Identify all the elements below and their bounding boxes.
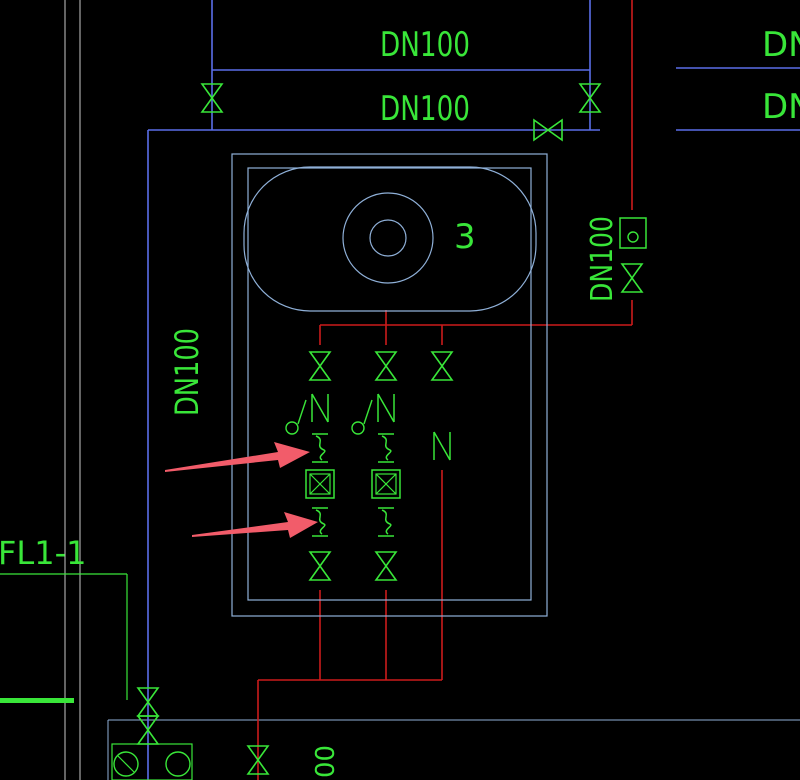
riser-size-label: DN100 xyxy=(168,328,206,416)
arrow-icon xyxy=(192,512,318,538)
housing-outer xyxy=(231,153,548,617)
housing-inner xyxy=(247,167,532,601)
pump-outer-circle xyxy=(342,192,434,284)
reference-lines xyxy=(64,0,800,780)
pump-box-icon[interactable] xyxy=(371,469,401,499)
arrow-icon xyxy=(165,442,310,472)
gate-valve-icon[interactable] xyxy=(375,551,397,581)
pump-inner-circle xyxy=(369,219,407,257)
equipment-housing[interactable] xyxy=(231,153,548,617)
pump-box-icon[interactable] xyxy=(305,469,335,499)
gate-valve-icon[interactable] xyxy=(375,351,397,381)
pipe-size-label: DN xyxy=(762,87,800,127)
riser-size-label: DN100 xyxy=(585,216,620,302)
gate-valve-icon[interactable] xyxy=(431,351,453,381)
gate-valve-icon[interactable] xyxy=(309,551,331,581)
blue-pipe-network xyxy=(147,0,800,780)
check-valve-icon[interactable] xyxy=(285,393,329,435)
tag-leader xyxy=(0,573,128,700)
pump-circle-icon[interactable] xyxy=(111,743,193,780)
pipe-size-label: DN100 xyxy=(380,25,470,65)
gate-valve-icon[interactable] xyxy=(621,263,643,293)
bottom-tag-label: 00 xyxy=(311,745,341,778)
pipe-size-label: DN xyxy=(762,25,800,65)
check-valve-icon[interactable] xyxy=(433,431,451,461)
check-valve-icon[interactable] xyxy=(351,393,395,435)
red-pipe-network xyxy=(257,0,633,780)
valve-symbols[interactable] xyxy=(111,83,647,780)
line-tag-label: FL1-1 xyxy=(0,534,87,572)
pipe-size-label: DN100 xyxy=(380,89,470,129)
gate-valve-icon[interactable] xyxy=(309,351,331,381)
highlight-bar xyxy=(0,698,74,703)
flexible-joint-icon[interactable] xyxy=(311,433,329,463)
annotation-arrows xyxy=(165,442,318,538)
flexible-joint-icon[interactable] xyxy=(377,507,395,537)
pressure-gauge-icon[interactable] xyxy=(619,217,647,249)
tank-body xyxy=(243,166,537,312)
flexible-joint-icon[interactable] xyxy=(377,433,395,463)
unit-number-label: 3 xyxy=(454,217,476,257)
